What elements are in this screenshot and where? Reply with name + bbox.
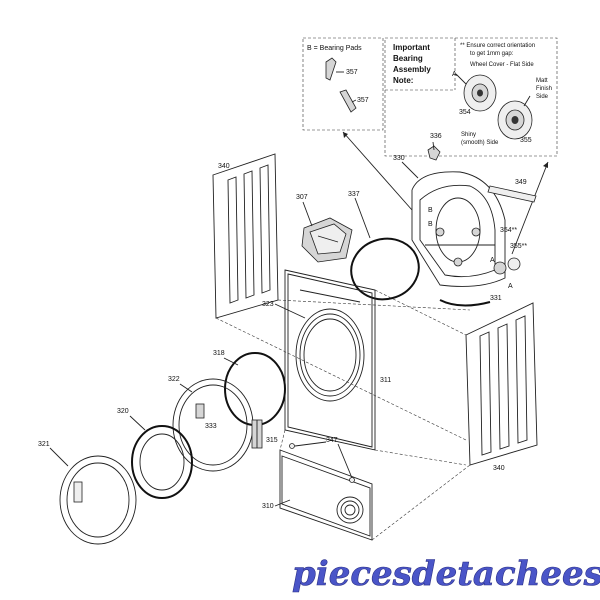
- door-glass-320: [131, 425, 193, 499]
- label-355-star: 355**: [510, 243, 527, 250]
- wheel-354-part: [493, 261, 507, 275]
- label-a-rear-2: A: [508, 283, 513, 290]
- bearing-pads-box: B = Bearing Pads 357 357: [302, 37, 384, 131]
- label-347: 347: [326, 437, 338, 444]
- callout-line-note: [511, 161, 549, 255]
- label-322: 322: [168, 376, 180, 383]
- label-315: 315: [266, 437, 278, 444]
- note-title-line-3: Assembly: [393, 65, 431, 74]
- wheel-354-illustration: [463, 74, 497, 112]
- label-357-lower: 357: [357, 97, 369, 104]
- matt-line-1: Matt: [536, 78, 548, 84]
- label-b-lower: B: [428, 221, 433, 228]
- bearing-pads-title: B = Bearing Pads: [307, 45, 362, 52]
- gasket-318: [224, 352, 286, 426]
- kick-panel-310: [279, 449, 373, 541]
- label-310: 310: [262, 503, 274, 510]
- label-340-left: 340: [218, 163, 230, 170]
- bearing-pad-lower: [339, 89, 357, 113]
- assembly-guide-lines: [215, 289, 471, 541]
- label-330: 330: [393, 155, 405, 162]
- felt-strip-349: [487, 185, 537, 203]
- bearing-note-box: Important Bearing Assembly Note: ** Ensu…: [384, 37, 558, 157]
- dispenser-307: [301, 217, 353, 263]
- note-title-line-2: Bearing: [393, 54, 423, 63]
- label-321: 321: [38, 441, 50, 448]
- hinge-315: [251, 419, 263, 449]
- note-a-label: A: [452, 71, 457, 78]
- label-318: 318: [213, 350, 225, 357]
- matt-line-3: Side: [536, 94, 549, 100]
- side-panel-340-left: [212, 153, 279, 319]
- label-337: 337: [348, 191, 360, 198]
- label-311: 311: [380, 377, 391, 384]
- front-panel-311: [284, 269, 376, 451]
- label-331: 331: [490, 295, 502, 302]
- label-354-star: 354**: [500, 227, 517, 234]
- note-354-label: 354: [459, 109, 471, 116]
- note-title-line-1: Important: [393, 43, 430, 52]
- outer-door-321: [59, 455, 137, 545]
- label-320: 320: [117, 408, 129, 415]
- label-349: 349: [515, 179, 527, 186]
- label-323: 323: [262, 301, 274, 308]
- label-357-upper: 357: [346, 69, 358, 76]
- label-333: 333: [205, 423, 217, 430]
- side-panel-340-right: [465, 302, 538, 466]
- note-355-label: 355: [520, 137, 532, 144]
- label-336: 336: [430, 133, 442, 140]
- note-title-line-4: Note:: [393, 76, 413, 85]
- label-b-upper: B: [428, 207, 433, 214]
- heater-bracket-331: [439, 299, 491, 307]
- callout-line-bearing: [342, 131, 413, 211]
- watermark-text: piecesdetacheeselec.com: [292, 554, 600, 594]
- ensure-line-2: to get 1mm gap:: [470, 51, 514, 57]
- bearing-cluster-336: [427, 145, 441, 161]
- bearing-pad-upper: [325, 57, 337, 81]
- wheel-355-part: [507, 257, 521, 271]
- label-340-right: 340: [493, 465, 505, 472]
- matt-line-2: Finish: [536, 86, 552, 92]
- shiny-line-2: (smooth) Side: [461, 140, 499, 146]
- rear-housing-330: [411, 171, 506, 287]
- seal-337: [350, 237, 420, 301]
- wheel-355-illustration: [497, 100, 533, 140]
- shiny-line-1: Shiny: [461, 132, 476, 138]
- label-a-rear-1: A: [490, 257, 495, 264]
- label-307: 307: [296, 194, 308, 201]
- ensure-line-1: ** Ensure correct orientation: [460, 43, 535, 49]
- wheel-cover-label: Wheel Cover - Flat Side: [470, 62, 534, 68]
